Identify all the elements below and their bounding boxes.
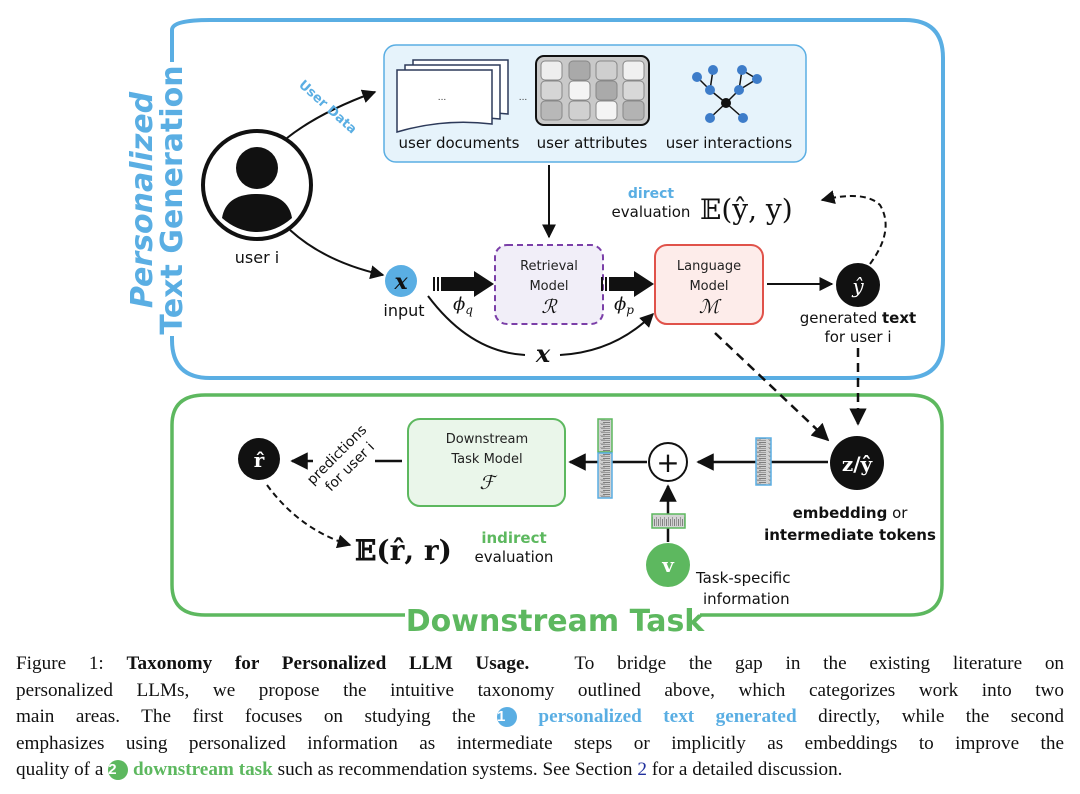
caption-text: directly, while the second	[818, 706, 1064, 727]
generated-output-node	[836, 263, 880, 307]
lm-to-embedding-arrow	[714, 332, 830, 442]
figure-label: Figure 1:	[16, 653, 104, 674]
downstream-task-model-box	[407, 418, 566, 507]
task-info-label: Task-specific	[695, 569, 790, 587]
downstream-model-symbol: ℱ	[480, 472, 498, 494]
embedding-node	[830, 436, 884, 490]
top-panel-border	[170, 18, 945, 380]
task-info-symbol: v	[661, 553, 675, 577]
highlight-downstream-task: downstream task	[132, 759, 273, 780]
combined-vector-icon	[597, 418, 613, 499]
retrieval-model-line1: Retrieval	[520, 259, 578, 274]
combine-node	[648, 442, 688, 482]
combine-symbol: +	[656, 446, 679, 479]
caption-line-1: Figure 1: Taxonomy for Personalized LLM …	[16, 651, 1064, 678]
input-skip-arrow	[427, 295, 526, 356]
user-attributes-label: user attributes	[537, 134, 648, 152]
user-interactions-icon	[692, 65, 762, 123]
caption-text: quality of a	[16, 759, 104, 780]
caption-line-3: main areas. The first focuses on studyin…	[16, 704, 1064, 731]
panel-title-text-generation: Text Generation	[155, 65, 190, 334]
user-documents-icon: ...	[396, 59, 509, 134]
output-symbol: ŷ	[851, 274, 864, 298]
input-label: input	[383, 301, 424, 320]
embedding-symbol: z/ŷ	[842, 452, 874, 476]
prediction-node	[238, 438, 280, 480]
phi-p-label: ϕp	[614, 294, 634, 317]
language-model-line2: Model	[689, 279, 728, 294]
panel-title-personalized: Personalized	[125, 91, 160, 308]
caption-line-5: quality of a 2 downstream task such as r…	[16, 757, 1064, 784]
user-data-label: User Data	[295, 78, 359, 138]
user-interactions-label: user interactions	[666, 134, 793, 152]
sources-ellipsis: ...	[519, 93, 528, 103]
direct-label: direct	[628, 186, 675, 202]
skip-input-symbol: x	[535, 339, 551, 368]
embedding-label-line2: intermediate tokens	[764, 526, 936, 544]
caption-title: Taxonomy for Personalized LLM Usage.	[126, 653, 530, 674]
badge-1: 1	[496, 707, 517, 727]
caption-line-2: personalized LLMs, we propose the intuit…	[16, 679, 1064, 701]
prediction-symbol: r̂	[254, 448, 265, 472]
caption-line-4: emphasizes using personalized informatio…	[16, 732, 1064, 754]
downstream-model-line1: Downstream	[446, 432, 528, 447]
embedding-vector-icon	[755, 437, 772, 486]
direct-evaluation-label: evaluation	[612, 203, 691, 221]
user-to-input-arrow	[289, 229, 385, 280]
retrieval-model-line2: Model	[529, 279, 568, 294]
downstream-model-line2: Task Model	[450, 452, 522, 467]
indirect-evaluation-label: evaluation	[475, 548, 554, 566]
language-model-line1: Language	[677, 259, 741, 274]
prediction-to-indirect-eval-arrow	[266, 484, 352, 549]
prompt-arrow	[601, 271, 654, 297]
generated-text-label-line2: for user i	[824, 328, 891, 346]
query-arrow	[433, 271, 494, 297]
user-documents-label: user documents	[399, 134, 520, 152]
retrieval-model-symbol: ℛ	[541, 296, 558, 318]
direct-evaluation-formula: 𝔼(ŷ, y)	[700, 193, 793, 226]
taxonomy-diagram: Personalized Text Generation user i User…	[125, 18, 945, 639]
task-info-label-line2: information	[703, 590, 790, 608]
user-label: user i	[235, 248, 279, 267]
task-info-node	[646, 543, 690, 587]
task-vector-icon	[651, 513, 686, 529]
user-avatar-icon	[201, 129, 313, 241]
input-node	[385, 265, 417, 297]
caption-text: for a detailed discussion.	[651, 759, 843, 780]
user-attributes-icon	[535, 55, 650, 126]
personalized-text-generation-panel: Personalized Text Generation user i User…	[125, 18, 945, 380]
figure-caption: Figure 1: Taxonomy for Personalized LLM …	[16, 651, 1064, 784]
caption-text: such as recommendation systems. See Sect…	[277, 759, 633, 780]
svg-text:...: ...	[438, 93, 447, 103]
output-to-direct-eval-arrow	[820, 190, 887, 265]
downstream-task-title: Downstream Task	[406, 604, 706, 639]
phi-q-label: ϕq	[453, 294, 473, 317]
bottom-panel-border	[170, 393, 944, 617]
section-2-link[interactable]: 2	[637, 759, 647, 780]
generated-text-label: generated text	[800, 309, 916, 327]
input-symbol: x	[393, 269, 408, 295]
highlight-personalized-text: personalized text generated	[538, 706, 797, 727]
user-data-arrow	[286, 89, 377, 139]
caption-text: main areas. The first focuses on studyin…	[16, 706, 476, 727]
badge-2: 2	[108, 760, 129, 780]
downstream-task-panel: Downstream Task z/ŷ embedding or interme…	[170, 332, 944, 639]
indirect-label: indirect	[481, 529, 546, 547]
language-model-symbol: ℳ	[699, 296, 722, 318]
indirect-evaluation-formula: 𝔼(r̂, r)	[355, 534, 452, 567]
caption-text: To bridge the gap in the existing litera…	[574, 653, 1065, 674]
language-model-box	[654, 244, 764, 325]
embedding-label: embedding or	[793, 504, 909, 522]
